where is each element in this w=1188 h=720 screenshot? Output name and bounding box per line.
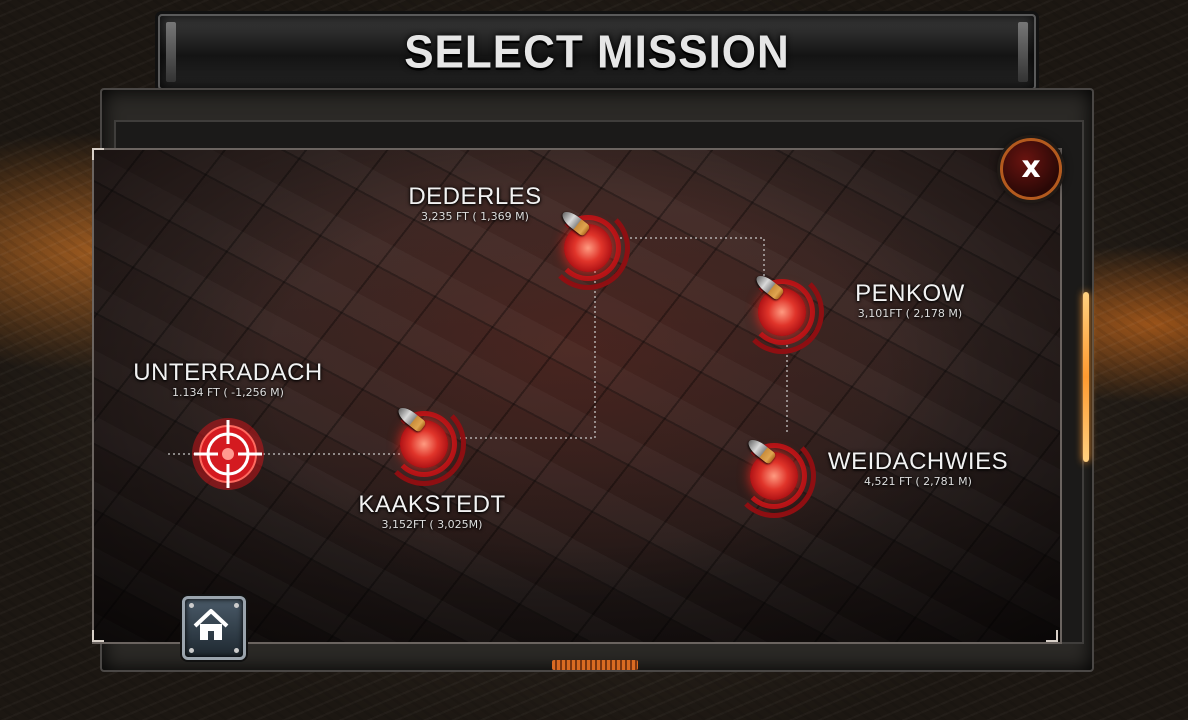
route-dederles-penkow [620,237,765,280]
title-bar: SELECT MISSION [158,14,1036,90]
mission-marker-unterradach[interactable] [188,414,268,494]
home-button[interactable] [182,596,246,660]
frame-tab-indicator [552,660,638,670]
mission-label-dederles[interactable]: DEDERLES 3,235 FT ( 1,369 M) [408,184,541,224]
mission-name: UNTERRADACH [133,359,323,386]
mission-name: PENKOW [855,280,965,307]
mission-altitude: 3,152FT ( 3,025M) [381,518,483,531]
mission-label-weidachwies[interactable]: WEIDACHWIES 4,521 FT ( 2,781 M) [828,449,1008,489]
close-icon: x [1021,150,1041,185]
route-kaakstedt-dederles [460,253,596,439]
side-glow-bar [1083,292,1089,462]
mission-name: WEIDACHWIES [827,448,1009,475]
mission-altitude: 1.134 FT ( -1,256 M) [172,386,284,399]
mission-name: DEDERLES [408,183,542,210]
screw [234,603,239,608]
mission-marker-kaakstedt[interactable] [382,402,466,486]
screw [189,648,194,653]
screw [234,648,239,653]
mission-altitude: 4,521 FT ( 2,781 M) [864,475,972,488]
home-icon [193,609,229,640]
mission-marker-dederles[interactable] [546,206,630,290]
mission-marker-weidachwies[interactable] [732,434,816,518]
mission-marker-penkow[interactable] [740,270,824,354]
frame-corner [1046,630,1058,642]
crosshair-icon [192,418,264,490]
page-title: SELECT MISSION [404,26,790,79]
mission-label-kaakstedt[interactable]: KAAKSTEDT 3,152FT ( 3,025M) [358,492,505,532]
close-button[interactable]: x [1000,138,1062,200]
mission-altitude: 3,101FT ( 2,178 M) [857,307,963,320]
mission-altitude: 3,235 FT ( 1,369 M) [421,210,529,223]
mission-label-unterradach[interactable]: UNTERRADACH 1.134 FT ( -1,256 M) [133,360,323,400]
frame-corner [92,148,104,160]
mission-label-penkow[interactable]: PENKOW 3,101FT ( 2,178 M) [855,281,965,321]
frame-corner [92,630,104,642]
screw [189,603,194,608]
mission-name: KAAKSTEDT [358,491,506,518]
